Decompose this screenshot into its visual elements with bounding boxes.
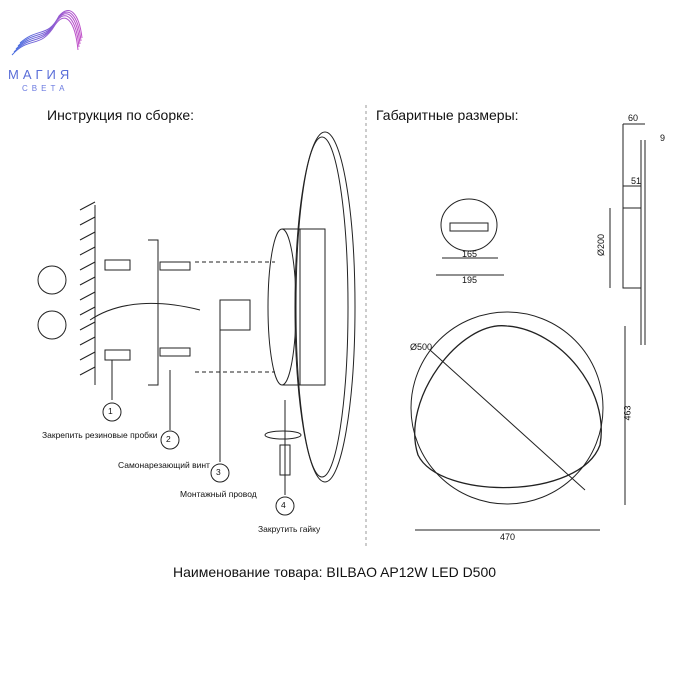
assembly-title: Инструкция по сборке: bbox=[47, 107, 195, 123]
dim-base-inner: 165 bbox=[462, 249, 478, 259]
step-3-label: Монтажный провод bbox=[180, 489, 257, 499]
logo-waves-icon bbox=[11, 10, 83, 56]
dim-base-outer: 195 bbox=[462, 275, 478, 285]
dim-front-height: 463 bbox=[622, 405, 633, 421]
step-4-number: 4 bbox=[281, 500, 286, 510]
dim-front-diameter: Ø500 bbox=[410, 342, 433, 352]
logo-subtext: СВЕТА bbox=[22, 84, 69, 93]
dim-front-width: 470 bbox=[500, 532, 516, 542]
step-2-label: Самонарезающий винт bbox=[118, 460, 210, 470]
step-1-number: 1 bbox=[108, 406, 113, 416]
dimensions-title: Габаритные размеры: bbox=[376, 107, 519, 123]
assembly-diagram bbox=[37, 131, 356, 516]
dim-depth: 60 bbox=[628, 113, 639, 123]
dim-plate: 9 bbox=[660, 133, 666, 143]
dim-base-diameter: Ø200 bbox=[596, 233, 607, 257]
step-3-number: 3 bbox=[216, 467, 221, 477]
logo-text: МАГИЯ bbox=[8, 67, 74, 82]
product-name: Наименование товара: BILBAO AP12W LED D5… bbox=[173, 564, 497, 580]
step-1-label: Закрепить резиновые пробки bbox=[42, 430, 158, 440]
step-2-number: 2 bbox=[166, 434, 171, 444]
step-4-label: Закрутить гайку bbox=[258, 524, 321, 534]
dimension-drawings bbox=[410, 123, 646, 531]
dim-body: 51 bbox=[631, 176, 642, 186]
